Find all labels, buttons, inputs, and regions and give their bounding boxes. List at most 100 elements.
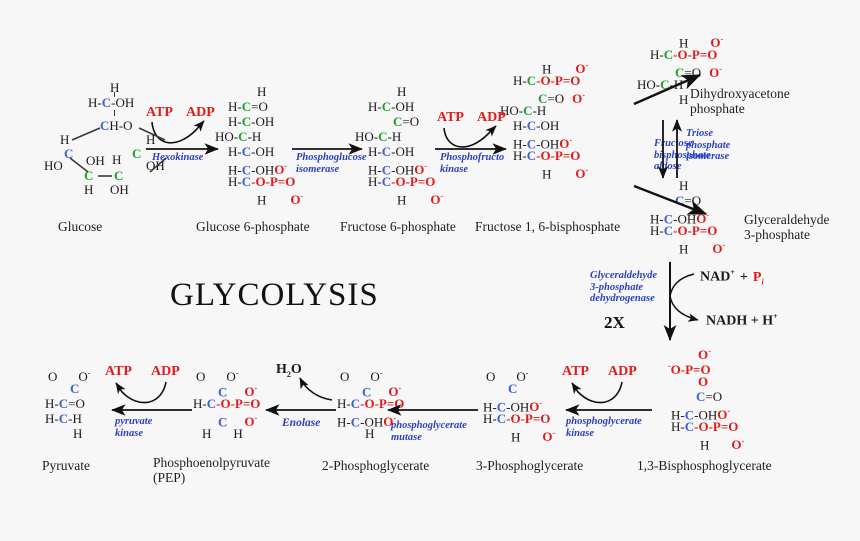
atom-group: H-C-OHO-: [513, 136, 573, 152]
atom-group: O: [698, 374, 709, 389]
atom-h: H: [365, 426, 375, 441]
atom-group: C: [218, 414, 228, 430]
label-glucose: Glucose: [58, 219, 103, 234]
atom-group: H-C-O-P=O: [513, 148, 581, 163]
atom-group: H-C-OH: [513, 118, 560, 133]
atom-group: HO-C-H: [355, 129, 402, 144]
atom-h: H: [542, 166, 552, 182]
atom-h: H: [84, 182, 94, 197]
atom-group: -O-P=O: [668, 362, 711, 378]
atom-group: C: [362, 384, 372, 400]
atom-group: H-C-O-P=O: [193, 396, 261, 411]
stoichiometry-label: 2X: [604, 313, 625, 332]
atom-group: CH-O: [100, 118, 133, 133]
atom-group: H-C-O-P=O: [671, 419, 739, 434]
atom-group: HO-C-H: [500, 103, 547, 118]
atom-group: H-C-O-P=O: [228, 174, 296, 189]
cofactor-adp-1: ADP: [186, 105, 215, 120]
bond: [114, 92, 115, 97]
atom-h: H: [110, 80, 120, 95]
atom-group: C: [218, 384, 228, 400]
atom-group: H-C-OH: [228, 114, 275, 129]
atom-group: C=O: [696, 389, 723, 404]
atom-group: HO-C-H: [215, 129, 262, 144]
atom-h: H: [700, 437, 710, 453]
atom-group: C: [132, 146, 142, 161]
cofactor-adp-4: ADP: [151, 364, 180, 379]
atom-h: H: [679, 178, 689, 193]
curve-nad-in: [669, 273, 695, 297]
cofactor-nadh-group: NADH + H+: [706, 312, 778, 330]
atom-group: C: [84, 168, 94, 183]
atom-group: H-C-H: [45, 411, 82, 426]
cofactor-adp-2: ADP: [477, 110, 506, 125]
atom-group: C: [64, 146, 74, 161]
cofactor-atp-2: ATP: [437, 110, 464, 125]
enzyme-triose-phosphate-isomerase: Triose phosphate isomerase: [686, 128, 731, 162]
atom-group: O-: [698, 347, 711, 363]
atom-h: H: [679, 35, 689, 51]
atom-group: H-C-O-P=O: [513, 73, 581, 88]
atom-group: H-C-OH: [368, 144, 415, 159]
atom-group: H-C-OHO-: [337, 414, 397, 430]
label-dihydroxyacetone-phosphate-line1: Dihydroxyacetone: [690, 86, 790, 101]
cofactor-nad: NAD: [700, 269, 731, 285]
atom-group: H-C=O: [45, 396, 85, 411]
atom-group: H-C=O: [228, 99, 268, 114]
cofactor-pi-sub: i: [761, 277, 764, 287]
water-sub: 2: [286, 369, 291, 379]
curve-adp-atp-pyruvate-kinase: [115, 381, 167, 404]
atom-h: H: [257, 84, 267, 99]
curve-water-out-enolase: [299, 377, 333, 401]
label-glucose-6-phosphate: Glucose 6-phosphate: [196, 219, 310, 234]
atom-h: H: [112, 152, 122, 167]
label-phosphoenolpyruvate-line2: (PEP): [153, 470, 186, 485]
atom-group: H-C-OH: [368, 99, 415, 114]
cofactor-water-group: H2O: [276, 362, 302, 379]
plus-sign: +: [739, 269, 748, 285]
enzyme-enolase: Enolase: [282, 417, 321, 429]
atom-h: H: [257, 192, 267, 208]
atom-h: H: [397, 192, 407, 208]
enzyme-pyruvate-kinase: pyruvate kinase: [115, 416, 153, 439]
atom-group: H-C-O-P=O: [650, 47, 718, 62]
page-title: GLYCOLYSIS: [170, 277, 379, 313]
structure-glucose: H H-C-OH CH-O H C HO H C OH OH H C C H O…: [44, 80, 183, 200]
enzyme-glyceraldehyde-3-phosphate-dehydrogenase: Glyceraldehyde 3-phosphate dehydrogenase: [590, 270, 658, 304]
cofactor-adp-3: ADP: [608, 364, 637, 379]
cofactor-nad-group: NAD++Pi: [700, 268, 764, 286]
label-phosphoenolpyruvate-line1: Phosphoenolpyruvate: [153, 455, 270, 470]
label-3-phosphoglycerate: 3-Phosphoglycerate: [476, 458, 584, 473]
label-fructose-6-phosphate: Fructose 6-phosphate: [340, 219, 456, 234]
atom-h: H: [679, 92, 689, 107]
label-2-phosphoglycerate: 2-Phosphoglycerate: [322, 458, 430, 473]
cofactor-atp-3: ATP: [562, 364, 589, 379]
cofactor-nadh: NADH + H: [706, 313, 774, 329]
atom-group: H-C-OHO-: [483, 399, 543, 415]
nad-charge: +: [730, 268, 735, 277]
cofactor-pi: P: [752, 269, 762, 285]
water-rest: O: [290, 362, 302, 377]
atom-group: HO-C-H: [637, 77, 684, 92]
structure-glucose-6-phosphate: H H-C=O H-C-OH HO-C-H H-C-OH H-C-OHO- H-…: [215, 84, 304, 208]
label-pyruvate: Pyruvate: [42, 458, 90, 473]
atom-group: C=O: [393, 114, 420, 129]
atom-group: OH: [86, 153, 105, 168]
curve-adp-atp-pgk: [571, 381, 623, 404]
atom-group: H-C-O-P=O: [337, 396, 405, 411]
enzyme-phosphoglycerate-kinase: phosphoglycerate kinase: [566, 416, 642, 439]
atom-group: OH: [110, 182, 129, 197]
atom-group: H-C-O-P=O: [483, 411, 551, 426]
label-1-3-bisphosphoglycerate: 1,3-Bisphosphoglycerate: [637, 458, 772, 473]
atom-h: H: [60, 132, 70, 147]
curve-atp-adp-pfk: [443, 125, 497, 148]
